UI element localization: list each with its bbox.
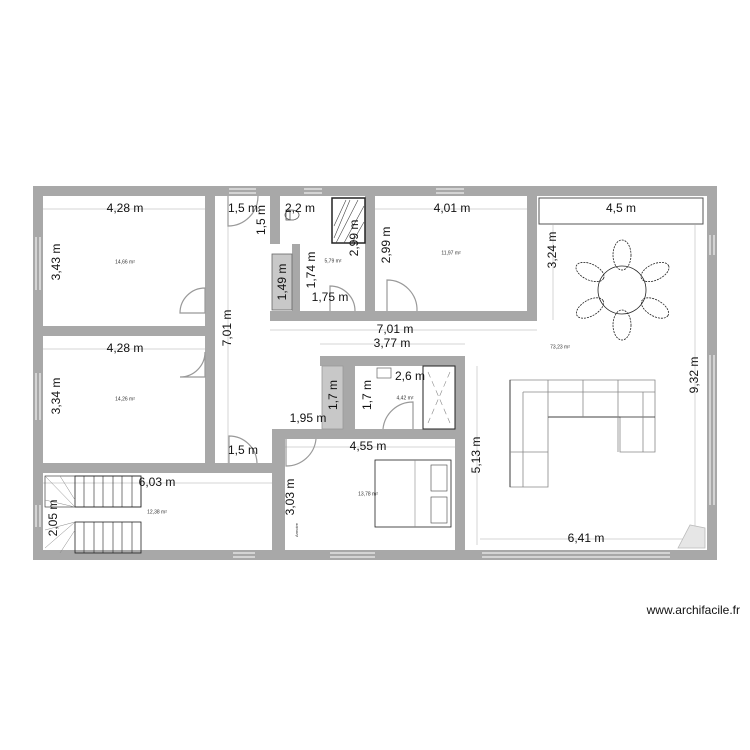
window xyxy=(709,235,715,255)
window xyxy=(330,552,375,558)
room-area-label: 11,97 m² xyxy=(441,250,461,256)
toilet-icon xyxy=(284,209,300,221)
window xyxy=(233,552,255,558)
door[interactable] xyxy=(329,285,356,312)
window xyxy=(35,505,41,527)
room-area-label: 5,79 m² xyxy=(325,258,342,264)
dimension-label: 1,5 m xyxy=(228,201,258,215)
dimension-label: 3,24 m xyxy=(545,232,559,269)
dimension-label: 3,77 m xyxy=(374,336,411,350)
dimension-label: 1,95 m xyxy=(290,411,327,425)
dimension-label: 1,5 m xyxy=(228,443,258,457)
dimension-label: 1,49 m xyxy=(275,264,289,301)
dining-table xyxy=(575,239,670,341)
dimension-label: 7,01 m xyxy=(377,322,414,336)
cupboard xyxy=(271,253,293,311)
dimension-label: 3,34 m xyxy=(49,378,63,415)
sofa xyxy=(509,379,656,488)
furniture-label: Armoire xyxy=(294,522,299,537)
dimension-label: 2,2 m xyxy=(285,201,315,215)
staircase xyxy=(44,475,142,554)
door[interactable] xyxy=(382,401,414,430)
area-labels: 14,66 m² 5,79 m² 11,97 m² 14,26 m² 4,42 … xyxy=(115,250,570,537)
dimension-label: 2,99 m xyxy=(347,220,361,257)
room-area-label: 73,23 m² xyxy=(550,344,570,350)
window xyxy=(436,188,464,194)
window xyxy=(229,188,256,194)
dimension-label: 1,5 m xyxy=(254,205,268,235)
cupboard xyxy=(321,365,344,430)
dimension-label: 1,7 m xyxy=(360,380,374,410)
doors xyxy=(179,195,418,467)
window xyxy=(35,373,41,420)
dimension-labels: 4,28 m 3,43 m 1,5 m 1,5 m 2,2 m 2,99 m 1… xyxy=(46,201,701,545)
door[interactable] xyxy=(179,351,206,378)
dimension-label: 2,05 m xyxy=(46,500,60,537)
dimension-label: 3,03 m xyxy=(283,479,297,516)
bed xyxy=(374,459,452,528)
dimension-guides xyxy=(43,196,700,545)
dimension-label: 2,99 m xyxy=(379,227,393,264)
door[interactable] xyxy=(386,279,418,312)
walls xyxy=(33,186,717,560)
dimension-label: 2,6 m xyxy=(395,369,425,383)
dimension-label: 4,28 m xyxy=(107,341,144,355)
room-area-label: 4,42 m² xyxy=(397,395,414,401)
kitchen-counter xyxy=(538,197,704,225)
dimension-label: 1,75 m xyxy=(312,290,349,304)
dimension-label: 4,5 m xyxy=(606,201,636,215)
dimension-label: 7,01 m xyxy=(220,310,234,347)
sink xyxy=(376,367,392,379)
dimension-label: 4,55 m xyxy=(350,439,387,453)
window xyxy=(482,552,670,558)
dimension-label: 3,43 m xyxy=(49,244,63,281)
room-area-label: 14,26 m² xyxy=(115,396,135,402)
window xyxy=(709,355,715,505)
shower-tray xyxy=(331,197,366,244)
room-area-label: 13,78 m² xyxy=(358,491,378,497)
fireplace xyxy=(677,524,706,549)
windows xyxy=(35,188,715,558)
dimension-label: 4,28 m xyxy=(107,201,144,215)
door[interactable] xyxy=(228,435,258,464)
watermark: www.archifacile.fr xyxy=(646,603,740,617)
door[interactable] xyxy=(179,287,206,314)
room-area-label: 12,38 m² xyxy=(147,509,167,515)
dimension-label: 9,32 m xyxy=(687,357,701,394)
furniture xyxy=(44,197,706,554)
room-area-label: 14,66 m² xyxy=(115,259,135,265)
window xyxy=(304,188,322,194)
dimension-label: 1,74 m xyxy=(304,252,318,289)
door[interactable] xyxy=(227,195,259,227)
dimension-label: 4,01 m xyxy=(434,201,471,215)
shower xyxy=(422,365,456,430)
dimension-label: 6,03 m xyxy=(139,475,176,489)
dimension-label: 5,13 m xyxy=(469,437,483,474)
window xyxy=(35,237,41,290)
door[interactable] xyxy=(285,438,317,467)
dimension-label: 6,41 m xyxy=(568,531,605,545)
dimension-label: 1,7 m xyxy=(326,380,340,410)
